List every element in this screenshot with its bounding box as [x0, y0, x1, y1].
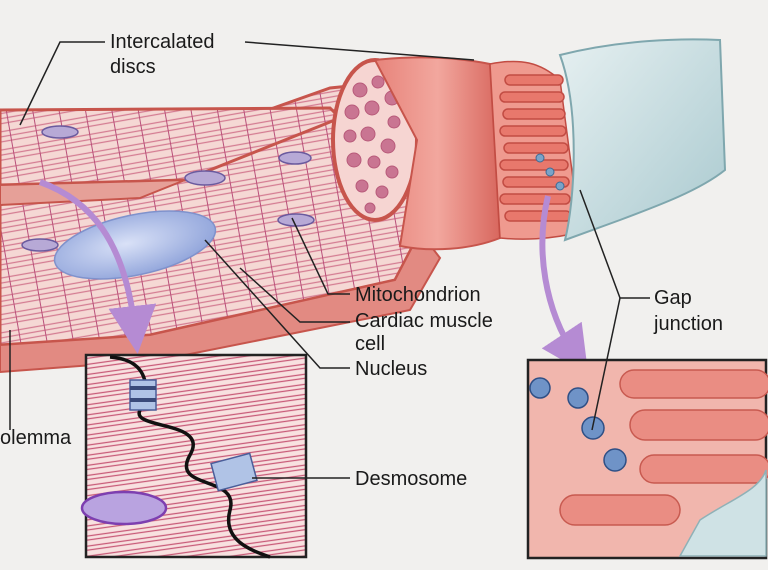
label-cardiac-muscle-cell-line2: cell	[355, 333, 385, 355]
label-nucleus: Nucleus	[355, 358, 427, 380]
mitochondria	[21, 125, 315, 252]
label-desmosome: Desmosome	[355, 468, 467, 490]
gap-junction-dots	[535, 153, 565, 191]
leader-lines	[9, 41, 650, 479]
lower-fiber-edge	[0, 230, 442, 374]
desmosome-plaque	[129, 379, 258, 492]
label-intercalated-discs-line2: discs	[110, 56, 156, 78]
label-sarcolemma-partial: olemma	[0, 427, 72, 449]
desmosome-inset	[80, 353, 308, 559]
label-mitochondrion: Mitochondrion	[355, 284, 481, 306]
label-gap-junction-line1: Gap	[654, 287, 692, 309]
label-cardiac-muscle-cell-line1: Cardiac muscle	[355, 310, 493, 332]
label-gap-junction-line2: junction	[653, 313, 723, 335]
gap-junction-inset	[526, 358, 768, 560]
callout-arrow-left	[38, 179, 157, 354]
inset-mitochondrion	[80, 490, 168, 526]
intercalated-disc-fingers	[489, 60, 581, 240]
callout-arrow-right	[539, 195, 589, 375]
upper-fiber-branch	[0, 106, 343, 187]
nucleus-shape	[53, 210, 217, 280]
label-intercalated-discs-line1: Intercalated	[110, 31, 215, 53]
gap-junction-connexons	[529, 377, 627, 472]
sarcolemma-sheath	[558, 38, 727, 242]
